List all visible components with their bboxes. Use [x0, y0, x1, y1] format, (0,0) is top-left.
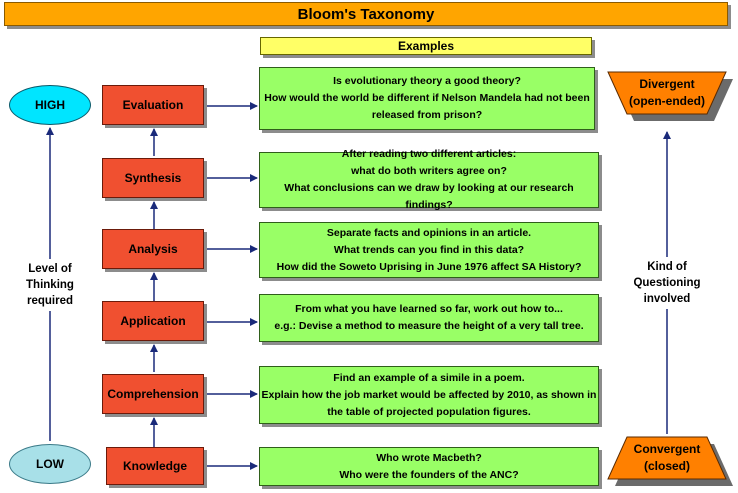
convergent-trapezoid-shape: [607, 436, 733, 486]
divergent-line: (open-ended): [629, 94, 705, 108]
example-line: Find an example of a simile in a poem.: [333, 371, 525, 384]
example-line: How would the world be different if Nels…: [264, 92, 590, 104]
questioning-label-line: involved: [643, 293, 691, 305]
questioning-label-line: Questioning: [633, 277, 701, 289]
questioning-label-line: Kind of: [647, 261, 687, 273]
examples-synthesis: After reading two different articles: wh…: [259, 148, 599, 211]
examples-application: From what you have learned so far, work …: [259, 294, 599, 342]
level-analysis: Analysis: [102, 229, 204, 269]
thinking-label-line: Thinking: [26, 279, 74, 291]
example-line: What conclusions can we draw by looking …: [284, 182, 574, 211]
convergent-line: (closed): [643, 459, 690, 473]
example-line: e.g.: Devise a method to measure the hei…: [274, 320, 584, 332]
example-line: After reading two different articles:: [341, 148, 517, 160]
thinking-label-line: Level of: [28, 263, 72, 275]
level-evaluation: Evaluation: [102, 85, 204, 125]
level-application: Application: [102, 301, 204, 341]
example-line: Explain how the job market would be affe…: [261, 388, 597, 401]
convergent-line: Convergent: [633, 442, 701, 456]
level-comprehension: Comprehension: [102, 374, 204, 414]
high-oval: HIGH: [9, 85, 91, 125]
example-line: From what you have learned so far, work …: [295, 303, 563, 315]
low-oval: LOW: [9, 444, 91, 484]
level-knowledge: Knowledge: [106, 447, 204, 485]
example-line: released from prison?: [371, 109, 483, 121]
questioning-label: Kind of Questioning involved: [630, 257, 704, 309]
examples-evaluation: Is evolutionary theory a good theory? Ho…: [259, 67, 595, 130]
thinking-label: Level of Thinking required: [20, 259, 80, 311]
example-line: How did the Soweto Uprising in June 1976…: [276, 260, 582, 273]
thinking-label-line: required: [26, 295, 73, 307]
examples-analysis: Separate facts and opinions in an articl…: [259, 222, 599, 278]
divergent-line: Divergent: [639, 77, 695, 91]
example-line: Who were the founders of the ANC?: [339, 468, 519, 481]
example-line: the table of projected population figure…: [327, 405, 531, 418]
examples-header: Examples: [260, 37, 592, 55]
examples-knowledge: Who wrote Macbeth? Who were the founders…: [259, 447, 599, 486]
example-line: what do both writers agree on?: [351, 165, 507, 177]
level-synthesis: Synthesis: [102, 158, 204, 198]
example-line: Is evolutionary theory a good theory?: [333, 75, 521, 87]
divergent-label: Divergent (open-ended): [610, 73, 724, 113]
page-title: Bloom's Taxonomy: [4, 2, 728, 26]
example-line: What trends can you find in this data?: [333, 243, 525, 256]
example-line: Who wrote Macbeth?: [376, 451, 482, 464]
example-line: Separate facts and opinions in an articl…: [326, 226, 532, 239]
examples-comprehension: Find an example of a simile in a poem. E…: [259, 366, 599, 424]
convergent-label: Convergent (closed): [610, 438, 724, 478]
divergent-trapezoid-shape: [607, 71, 733, 121]
